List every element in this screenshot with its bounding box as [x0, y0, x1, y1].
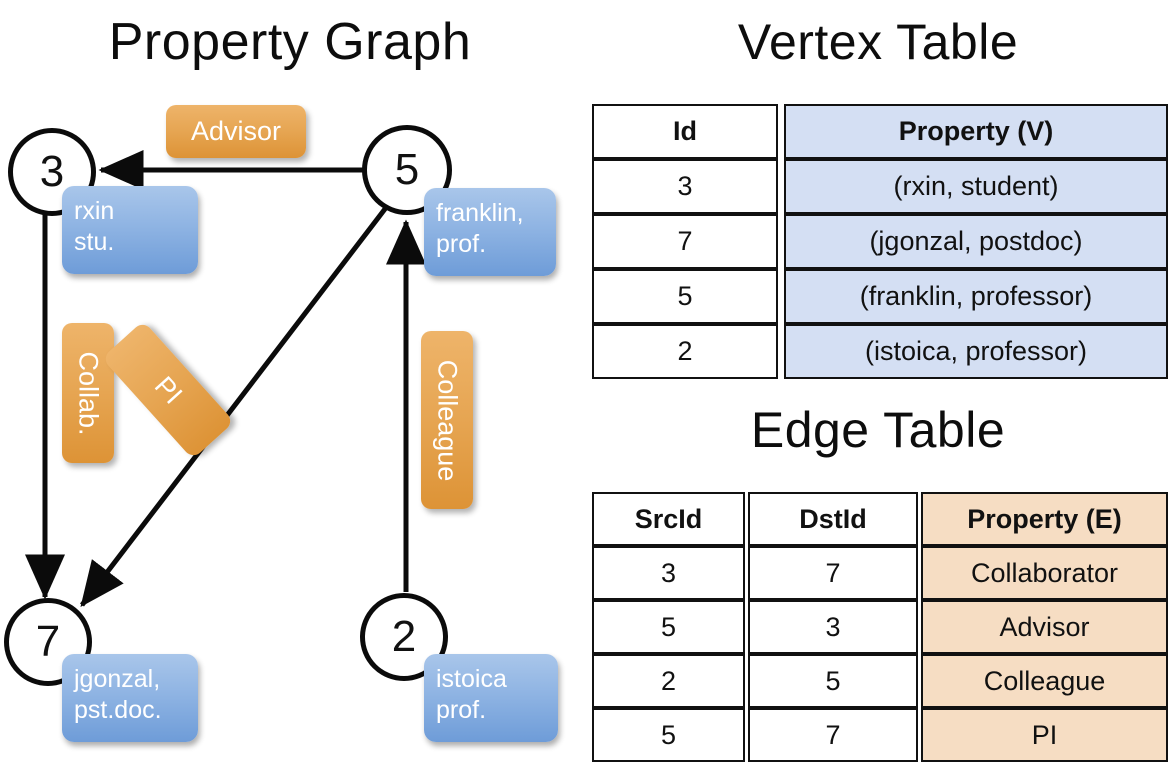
table-row[interactable]: (jgonzal, postdoc) — [784, 214, 1168, 269]
graph-node-7-label: 7 — [35, 617, 61, 666]
table-row[interactable]: 5 — [592, 708, 745, 762]
edge-label-collab: Collab. — [62, 323, 114, 463]
node-property-box-2: istoica prof. — [424, 654, 558, 742]
vertex-property-cell: (franklin, professor) — [784, 269, 1168, 324]
table-row[interactable]: PI — [921, 708, 1168, 762]
node-property-line: prof. — [436, 230, 487, 258]
node-property-box-3: rxin stu. — [62, 186, 198, 274]
edge-src-cell: 2 — [592, 654, 745, 708]
edge-table-header-srcid: SrcId — [592, 492, 745, 546]
table-row[interactable]: 7 — [748, 708, 918, 762]
edge-table-header-dstid: DstId — [748, 492, 918, 546]
table-header-row: Id — [592, 104, 778, 159]
table-row[interactable]: 5 — [748, 654, 918, 708]
edge-dst-cell: 7 — [748, 546, 918, 600]
node-property-box-5: franklin, prof. — [424, 188, 556, 276]
table-row[interactable]: 3 — [748, 600, 918, 654]
table-header-row: SrcId — [592, 492, 745, 546]
edge-label-pi-text: PI — [148, 370, 189, 410]
edge-property-cell: PI — [921, 708, 1168, 762]
edge-table-title: Edge Table — [750, 402, 1006, 458]
vertex-table-id-column: Id 3 7 5 2 — [592, 104, 778, 379]
node-property-line: istoica — [436, 665, 507, 693]
vertex-property-cell: (istoica, professor) — [784, 324, 1168, 379]
property-graph-panel: Property Graph 3 5 7 2 rxin stu. frankli… — [0, 0, 585, 760]
edge-table-header-property: Property (E) — [921, 492, 1168, 546]
edge-table-panel: Edge Table — [585, 390, 1170, 760]
table-row[interactable]: 7 — [748, 546, 918, 600]
edge-label-collab-text: Collab. — [73, 350, 104, 436]
vertex-id-cell: 2 — [592, 324, 778, 379]
vertex-id-cell: 5 — [592, 269, 778, 324]
edge-dst-cell: 3 — [748, 600, 918, 654]
table-header-row: DstId — [748, 492, 918, 546]
edge-dst-cell: 5 — [748, 654, 918, 708]
edge-table-dstid-column: DstId 7 3 5 7 — [748, 492, 918, 762]
graph-node-3-label: 3 — [39, 147, 65, 196]
vertex-table-header-property: Property (V) — [784, 104, 1168, 159]
graph-node-5[interactable]: 5 — [362, 125, 452, 215]
vertex-property-cell: (rxin, student) — [784, 159, 1168, 214]
edge-property-cell: Advisor — [921, 600, 1168, 654]
vertex-table-property-column: Property (V) (rxin, student) (jgonzal, p… — [784, 104, 1168, 379]
vertex-id-cell: 7 — [592, 214, 778, 269]
edge-src-cell: 3 — [592, 546, 745, 600]
graph-edges-svg — [25, 150, 426, 607]
table-row[interactable]: 2 — [592, 654, 745, 708]
table-row[interactable]: 2 — [592, 324, 778, 379]
graph-node-2-label: 2 — [391, 612, 417, 661]
edge-label-advisor-text: Advisor — [190, 116, 282, 146]
table-row[interactable]: (rxin, student) — [784, 159, 1168, 214]
table-header-row: Property (E) — [921, 492, 1168, 546]
table-row[interactable]: 3 — [592, 546, 745, 600]
table-row[interactable]: (franklin, professor) — [784, 269, 1168, 324]
table-row[interactable]: Advisor — [921, 600, 1168, 654]
edge-label-colleague: Colleague — [421, 331, 473, 509]
edge-property-cell: Collaborator — [921, 546, 1168, 600]
vertex-table-panel: Vertex Table — [585, 0, 1170, 390]
edge-table-srcid-column: SrcId 3 5 2 5 — [592, 492, 745, 762]
table-row[interactable]: (istoica, professor) — [784, 324, 1168, 379]
vertex-id-cell: 3 — [592, 159, 778, 214]
table-row[interactable]: 3 — [592, 159, 778, 214]
table-row[interactable]: Collaborator — [921, 546, 1168, 600]
edge-table-property-column: Property (E) Collaborator Advisor Collea… — [921, 492, 1168, 762]
table-header-row: Property (V) — [784, 104, 1168, 159]
vertex-table-header-id: Id — [592, 104, 778, 159]
edge-src-cell: 5 — [592, 600, 745, 654]
node-property-line: pst.doc. — [74, 696, 162, 724]
page-title-property-graph: Property Graph — [108, 13, 472, 71]
edge-5-to-7 — [80, 203, 390, 607]
node-property-line: prof. — [436, 696, 487, 724]
node-property-line: jgonzal, — [74, 665, 161, 693]
vertex-table-title: Vertex Table — [737, 14, 1019, 70]
node-property-line: rxin — [74, 197, 115, 225]
table-row[interactable]: Colleague — [921, 654, 1168, 708]
edge-src-cell: 5 — [592, 708, 745, 762]
edge-property-cell: Colleague — [921, 654, 1168, 708]
edge-label-advisor: Advisor — [166, 105, 306, 158]
graph-node-5-label: 5 — [394, 145, 420, 194]
edge-label-colleague-text: Colleague — [432, 359, 463, 481]
vertex-property-cell: (jgonzal, postdoc) — [784, 214, 1168, 269]
edge-dst-cell: 7 — [748, 708, 918, 762]
graph-node-2[interactable]: 2 — [360, 593, 448, 681]
node-property-box-7: jgonzal, pst.doc. — [62, 654, 198, 742]
node-property-line: stu. — [74, 228, 115, 256]
table-row[interactable]: 5 — [592, 269, 778, 324]
node-property-line: franklin, — [436, 199, 524, 227]
table-row[interactable]: 5 — [592, 600, 745, 654]
table-row[interactable]: 7 — [592, 214, 778, 269]
